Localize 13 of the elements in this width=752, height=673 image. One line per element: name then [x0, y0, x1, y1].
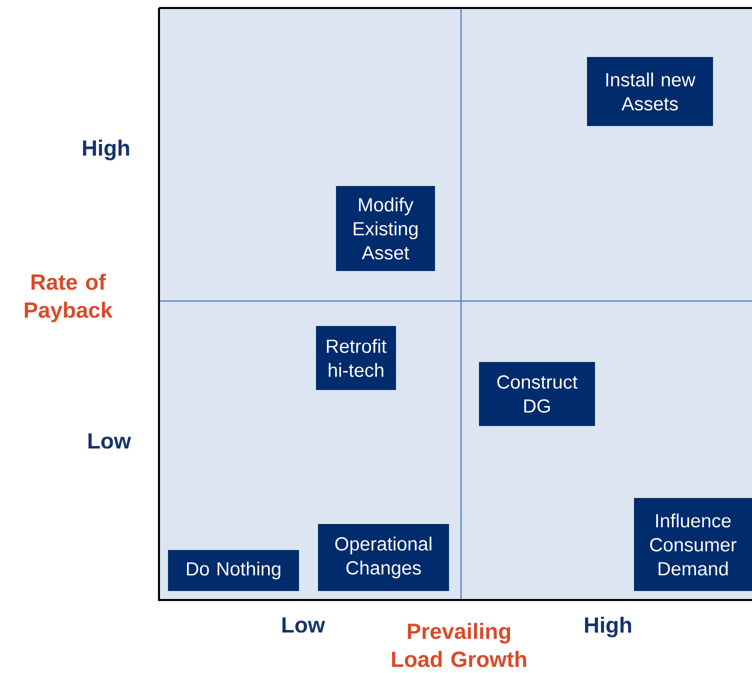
strategy-box: Retrofit hi-tech — [316, 326, 396, 390]
axis-title: Prevailing Load Growth — [392, 622, 526, 668]
axis-level-label: Low — [282, 617, 326, 633]
strategy-box: Modify Existing Asset — [336, 186, 435, 271]
strategy-box: Construct DG — [479, 362, 595, 426]
strategy-box: Influence Consumer Demand — [634, 498, 752, 591]
axis-level-label: High — [585, 616, 632, 638]
axis-level-label: High — [83, 140, 130, 160]
strategy-box: Do Nothing — [168, 550, 299, 591]
strategy-box: Operational Changes — [318, 524, 449, 591]
axis-level-label: Low — [88, 433, 132, 449]
axis-title: Rate of Payback — [24, 274, 113, 322]
strategy-box: Install new Assets — [587, 57, 713, 126]
